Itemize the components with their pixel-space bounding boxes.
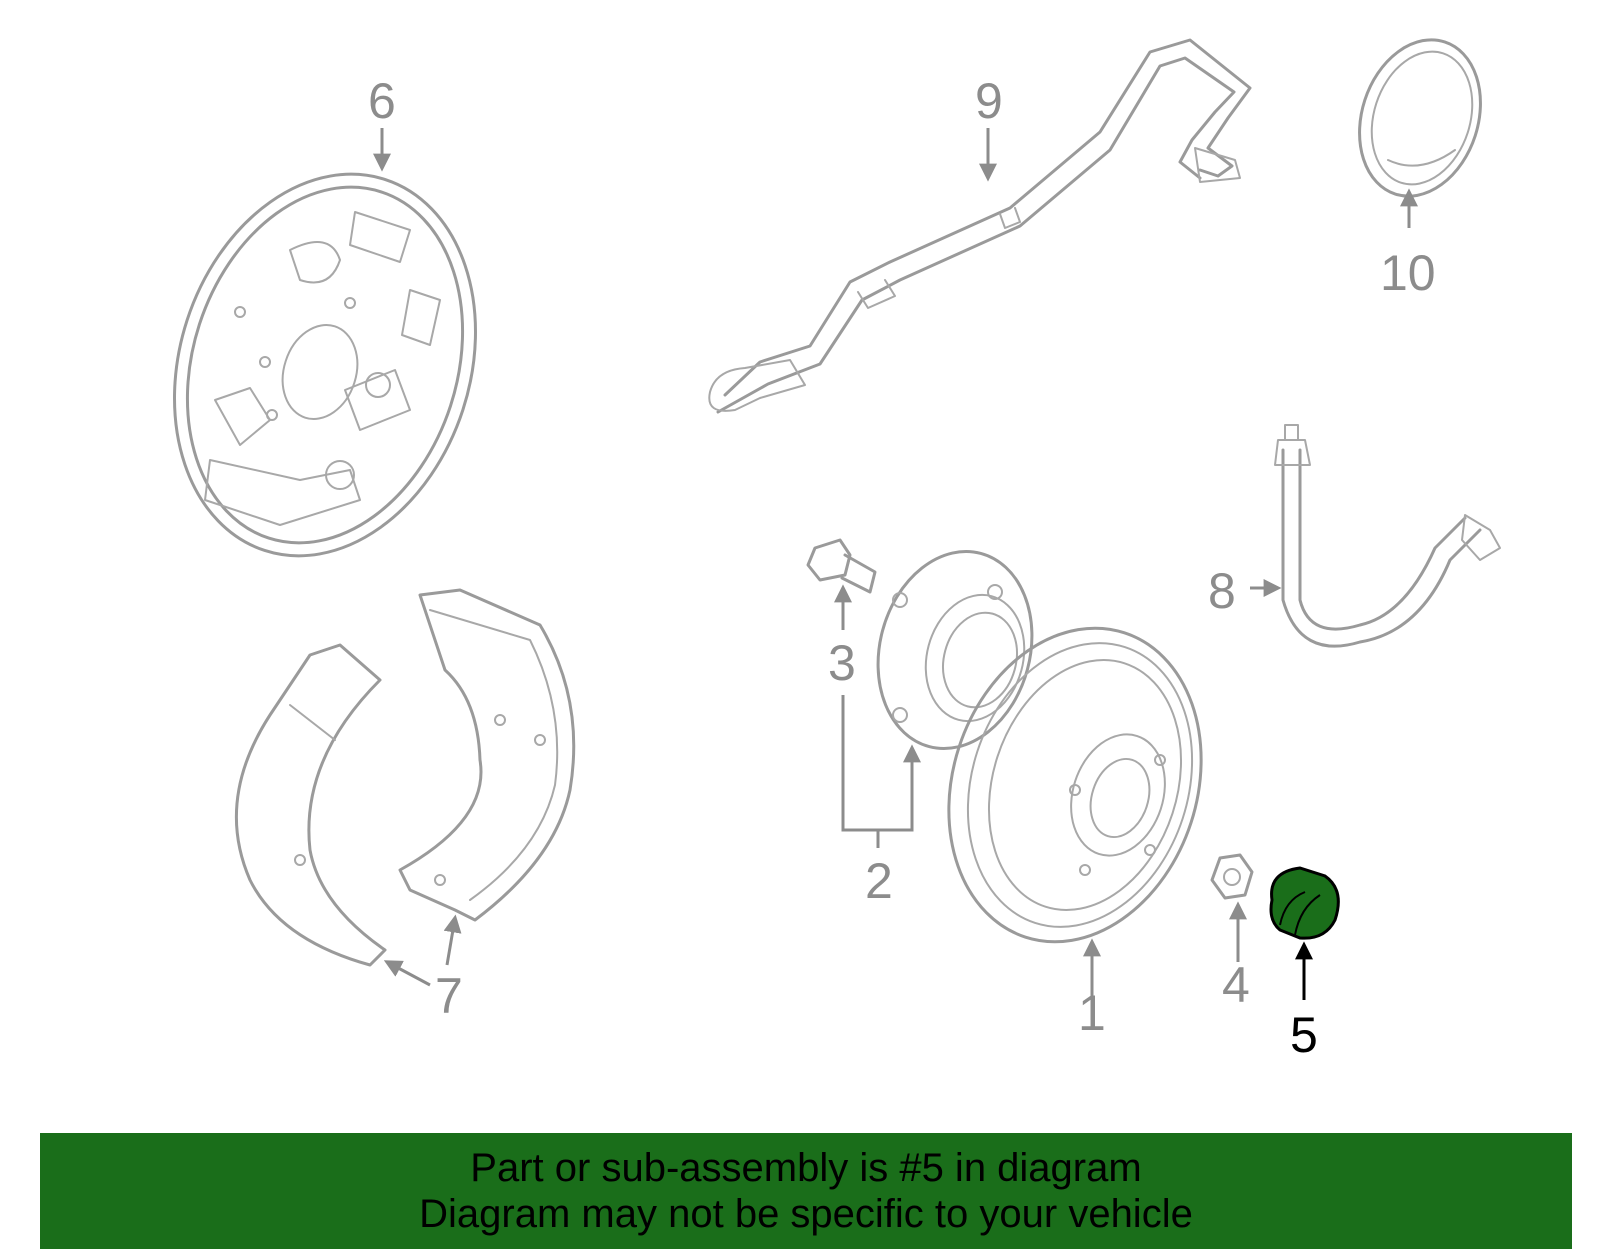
callout-9: 9 (975, 73, 1003, 129)
banner-line-1: Part or sub-assembly is #5 in diagram (470, 1146, 1142, 1190)
callout-10: 10 (1380, 245, 1436, 301)
lug-nut-part-4[interactable] (1210, 853, 1254, 900)
brake-shoes-part-7[interactable] (234, 588, 576, 967)
callout-6: 6 (368, 73, 396, 129)
brake-drum-part-1[interactable] (910, 595, 1241, 975)
callout-7: 7 (435, 968, 463, 1024)
brake-hose-part-8[interactable] (1274, 424, 1501, 648)
hub-assembly-part-2[interactable] (857, 534, 1054, 766)
info-banner: Part or sub-assembly is #5 in diagram Di… (40, 1133, 1572, 1249)
callout-1: 1 (1078, 985, 1106, 1041)
seal-part-10[interactable] (1340, 24, 1500, 212)
backing-plate-part-6[interactable] (127, 135, 523, 596)
callout-8: 8 (1208, 563, 1236, 619)
leader-lines (373, 128, 1418, 1020)
hub-cap-part-5[interactable] (1269, 866, 1340, 940)
abs-sensor-harness-part-9[interactable] (708, 38, 1252, 414)
callout-4: 4 (1222, 957, 1250, 1013)
callout-2: 2 (865, 853, 893, 909)
callout-3: 3 (828, 635, 856, 691)
callout-5: 5 (1290, 1007, 1318, 1063)
banner-line-2: Diagram may not be specific to your vehi… (419, 1192, 1193, 1236)
wheel-stud-part-3[interactable] (806, 538, 877, 594)
